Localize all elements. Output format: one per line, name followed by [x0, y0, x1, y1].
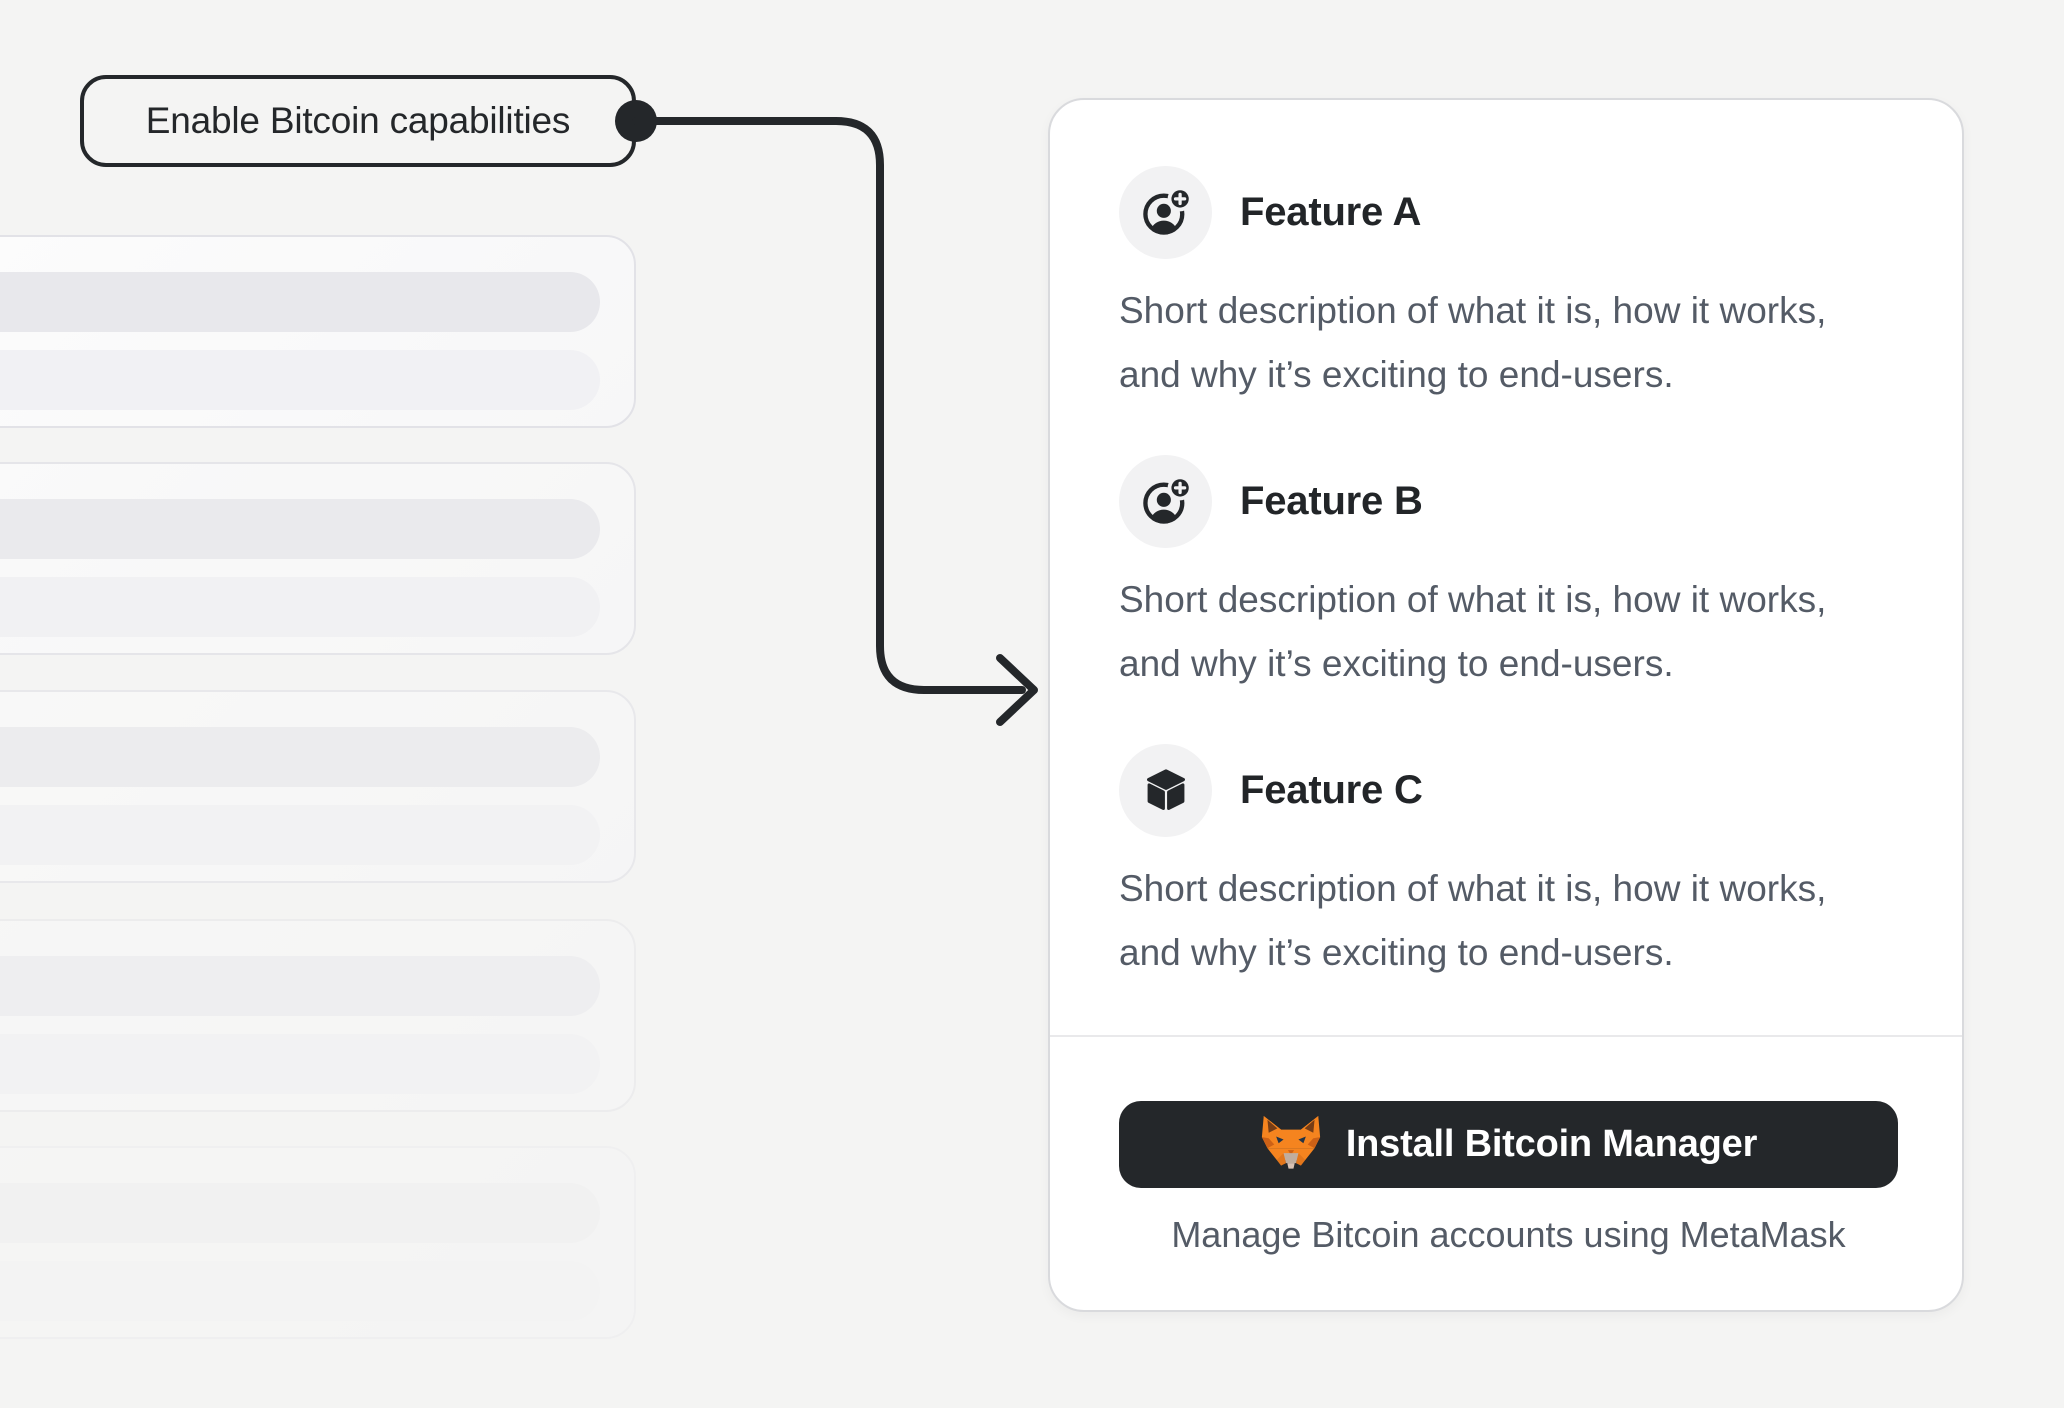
- feature-b-header: Feature B: [1119, 455, 1898, 548]
- feature-list: Feature A Short description of what it i…: [1050, 100, 1962, 985]
- skeleton-card: [0, 690, 636, 883]
- skeleton-card: [0, 462, 636, 655]
- feature-title: Feature C: [1240, 768, 1423, 812]
- feature-description: Short description of what it is, how it …: [1119, 579, 1827, 684]
- skeleton-bar: [0, 956, 600, 1016]
- account-plus-icon: [1119, 166, 1212, 259]
- panel-footer: Install Bitcoin Manager Manage Bitcoin a…: [1050, 1037, 1962, 1256]
- feature-row-c: Feature C Short description of what it i…: [1119, 744, 1898, 985]
- feature-panel: Feature A Short description of what it i…: [1048, 98, 1964, 1312]
- skeleton-bar: [0, 1034, 600, 1094]
- feature-title: Feature B: [1240, 479, 1423, 523]
- skeleton-bar: [0, 272, 600, 332]
- account-plus-icon: [1119, 455, 1212, 548]
- skeleton-card: [0, 235, 636, 428]
- feature-description: Short description of what it is, how it …: [1119, 868, 1827, 973]
- install-bitcoin-manager-button[interactable]: Install Bitcoin Manager: [1119, 1101, 1898, 1188]
- install-button-label: Install Bitcoin Manager: [1345, 1123, 1758, 1165]
- feature-description: Short description of what it is, how it …: [1119, 290, 1827, 395]
- skeleton-bar: [0, 350, 600, 410]
- skeleton-bar: [0, 499, 600, 559]
- panel-caption: Manage Bitcoin accounts using MetaMask: [1171, 1214, 1846, 1255]
- skeleton-card: [0, 1146, 636, 1339]
- panel-divider: [1050, 1035, 1962, 1037]
- feature-c-header: Feature C: [1119, 744, 1898, 837]
- metamask-fox-icon: [1260, 1116, 1322, 1173]
- skeleton-bar: [0, 1261, 600, 1321]
- skeleton-bar: [0, 805, 600, 865]
- feature-row-b: Feature B Short description of what it i…: [1119, 455, 1898, 696]
- connector-line: [632, 117, 1026, 694]
- skeleton-bar: [0, 1183, 600, 1243]
- cube-icon: [1119, 744, 1212, 837]
- skeleton-bar: [0, 577, 600, 637]
- annotation-label-text: Enable Bitcoin capabilities: [145, 100, 571, 141]
- feature-row-a: Feature A Short description of what it i…: [1119, 166, 1898, 407]
- skeleton-bar: [0, 727, 600, 787]
- connector-arrowhead-icon: [996, 654, 1038, 726]
- feature-a-header: Feature A: [1119, 166, 1898, 259]
- skeleton-card: [0, 919, 636, 1112]
- annotation-label: Enable Bitcoin capabilities: [80, 75, 636, 167]
- feature-title: Feature A: [1240, 190, 1422, 234]
